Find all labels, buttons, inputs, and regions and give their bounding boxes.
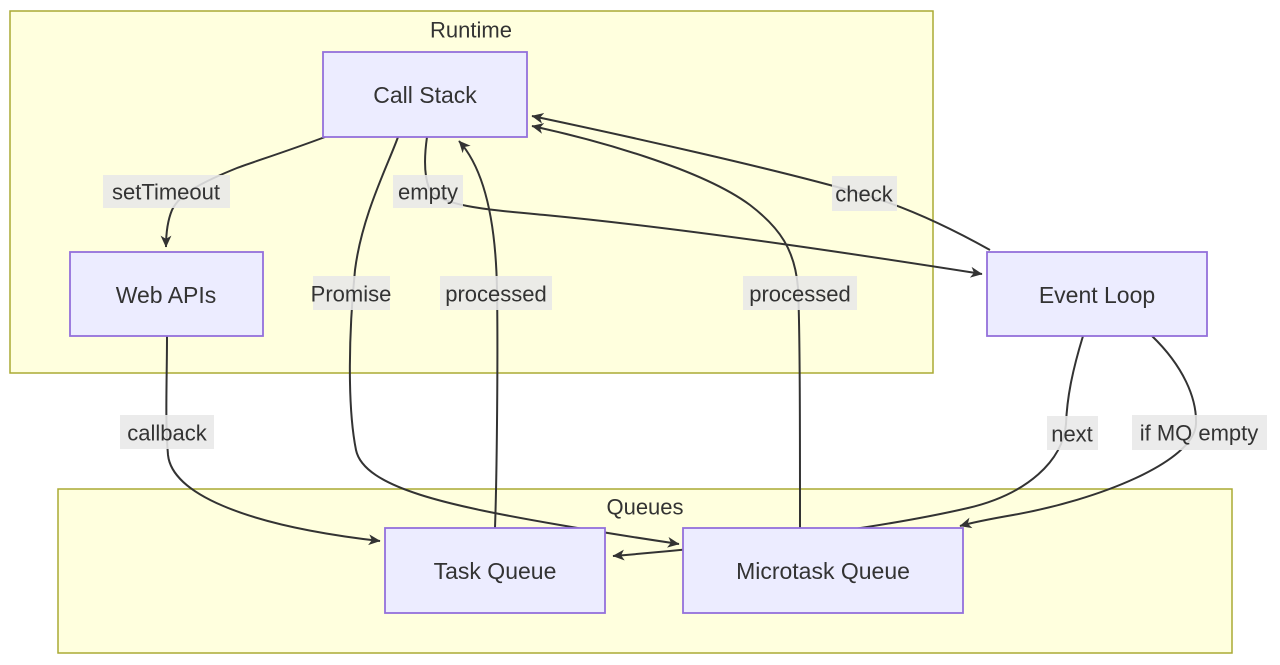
cluster-queues: Queues bbox=[57, 488, 1233, 654]
edge-label-if-mq-empty-bg bbox=[1132, 415, 1267, 450]
edge-label-check-bg bbox=[832, 176, 897, 211]
edge-label-empty-bg bbox=[393, 175, 463, 208]
node-microtask-queue: Microtask Queue bbox=[682, 527, 964, 614]
node-call-stack-label: Call Stack bbox=[373, 82, 477, 108]
edge-label-settimeout: setTimeout bbox=[103, 175, 230, 208]
edge-label-check: check bbox=[832, 176, 897, 211]
edge-label-callback: callback bbox=[120, 415, 214, 449]
edge-label-processed-left-text: processed bbox=[445, 282, 547, 307]
edge-label-processed-right: processed bbox=[743, 276, 857, 310]
edge-eventloop-microtaskqueue bbox=[959, 335, 1198, 529]
edge-label-processed-right-text: processed bbox=[749, 282, 851, 307]
node-task-queue-box bbox=[384, 527, 606, 614]
edge-label-processed-left-bg bbox=[440, 276, 552, 310]
node-call-stack: Call Stack bbox=[322, 51, 528, 138]
edge-layer bbox=[160, 113, 1198, 561]
node-call-stack-box bbox=[322, 51, 528, 138]
node-task-queue: Task Queue bbox=[384, 527, 606, 614]
edge-label-if-mq-empty: if MQ empty bbox=[1132, 415, 1267, 450]
edge-label-settimeout-bg bbox=[103, 175, 230, 208]
edge-label-callback-text: callback bbox=[127, 421, 207, 446]
edge-label-if-mq-empty-text: if MQ empty bbox=[1140, 421, 1259, 446]
node-web-apis-box bbox=[69, 251, 264, 337]
edge-webapis-taskqueue bbox=[165, 335, 381, 546]
edge-label-next-bg bbox=[1047, 416, 1098, 450]
edge-label-promise-text: Promise bbox=[311, 282, 392, 307]
edge-label-empty: empty bbox=[393, 175, 463, 208]
edge-label-processed-right-bg bbox=[743, 276, 857, 310]
cluster-queues-box bbox=[57, 488, 1233, 654]
node-layer: Call Stack Web APIs Event Loop Task Queu… bbox=[69, 51, 1208, 614]
edge-label-next-text: next bbox=[1051, 422, 1093, 447]
edge-label-settimeout-text: setTimeout bbox=[112, 180, 220, 205]
edge-label-promise-bg bbox=[313, 276, 390, 310]
edge-label-empty-text: empty bbox=[398, 180, 458, 205]
node-microtask-queue-label: Microtask Queue bbox=[736, 558, 910, 584]
node-web-apis-label: Web APIs bbox=[116, 282, 217, 308]
edge-label-next: next bbox=[1047, 416, 1098, 450]
node-event-loop-label: Event Loop bbox=[1039, 282, 1155, 308]
cluster-runtime-title: Runtime bbox=[430, 18, 512, 43]
edge-label-promise: Promise bbox=[311, 276, 392, 310]
edge-microtaskqueue-callstack bbox=[531, 123, 801, 529]
node-event-loop-box bbox=[986, 251, 1208, 337]
edge-label-processed-left: processed bbox=[440, 276, 552, 310]
node-task-queue-label: Task Queue bbox=[434, 558, 557, 584]
edge-label-callback-bg bbox=[120, 415, 214, 449]
node-web-apis: Web APIs bbox=[69, 251, 264, 337]
edge-label-check-text: check bbox=[835, 182, 893, 207]
cluster-queues-title: Queues bbox=[606, 495, 683, 520]
node-microtask-queue-box bbox=[682, 527, 964, 614]
node-event-loop: Event Loop bbox=[986, 251, 1208, 337]
edge-eventloop-callstack bbox=[531, 113, 991, 251]
edge-label-layer: setTimeout callback Promise processed pr… bbox=[103, 175, 1267, 450]
